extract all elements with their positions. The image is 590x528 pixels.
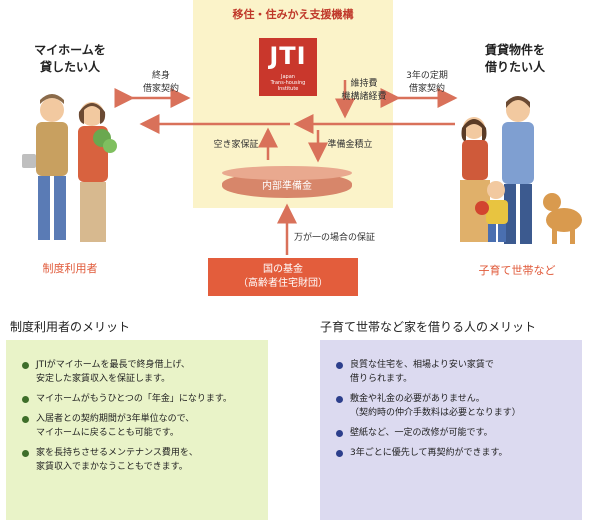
left-party-title: マイホームを 貸したい人 bbox=[34, 43, 106, 74]
internal-reserve-top bbox=[222, 166, 352, 180]
owner-merit-text: マイホームがもうひとつの「年金」になります。 bbox=[36, 394, 232, 404]
left-party-label: 制度利用者 bbox=[42, 262, 98, 275]
right-party-label: 子育て世帯など bbox=[478, 264, 556, 277]
tenant-merit-text: 壁紙など、一定の改修が可能です。 bbox=[350, 428, 493, 438]
tenant-family-illustration bbox=[460, 96, 582, 244]
organization-title: 移住・住みかえ支援機構 bbox=[232, 8, 354, 21]
bullet-icon bbox=[336, 362, 343, 369]
left-section-title: 制度利用者のメリット bbox=[10, 320, 131, 334]
maintenance-label: 維持費 機構諸経費 bbox=[341, 79, 387, 102]
right-party-title: 賃貸物件を 借りたい人 bbox=[484, 43, 545, 74]
right-section-title: 子育て世帯など家を借りる人のメリット bbox=[320, 320, 537, 334]
emergency-guarantee-label: 万が一の場合の保証 bbox=[294, 233, 376, 243]
tenant-merit-text: 敷金や礼金の必要がありません。 （契約時の仲介手数料は必要となります） bbox=[350, 394, 521, 418]
owner-merit-item: 入居者との契約期間が3年単位なので、 マイホームに戻ることも可能です。 bbox=[22, 412, 258, 440]
tenant-merit-item: 壁紙など、一定の改修が可能です。 bbox=[336, 426, 572, 440]
tenant-merit-text: 3年ごとに優先して再契約ができます。 bbox=[350, 448, 508, 458]
vacancy-guarantee-label: 空き家保証 bbox=[213, 140, 259, 150]
tenant-merit-item: 敷金や礼金の必要がありません。 （契約時の仲介手数料は必要となります） bbox=[336, 392, 572, 420]
tenant-merit-item: 3年ごとに優先して再契約ができます。 bbox=[336, 446, 572, 460]
bullet-icon bbox=[22, 396, 29, 403]
logo-text: JTI bbox=[269, 42, 307, 70]
owner-merit-text: 家を長持ちさせるメンテナンス費用を、 家賃収入でまかなうこともできます。 bbox=[36, 448, 198, 472]
reserve-accumulation-label: 準備金積立 bbox=[327, 140, 373, 150]
lifetime-lease-label: 終身 借家契約 bbox=[142, 71, 179, 94]
homeowner-couple-illustration bbox=[22, 94, 117, 242]
tenant-merit-text: 良質な住宅を、相場より安い家賃で 借りられます。 bbox=[350, 360, 494, 384]
bullet-icon bbox=[22, 416, 29, 423]
bullet-icon bbox=[336, 430, 343, 437]
jti-logo: JTI Japan Trans-housing Institute bbox=[259, 38, 317, 96]
owner-merit-item: 家を長持ちさせるメンテナンス費用を、 家賃収入でまかなうこともできます。 bbox=[22, 446, 258, 474]
tenant-merit-item: 良質な住宅を、相場より安い家賃で 借りられます。 bbox=[336, 358, 572, 386]
tenant-merits-panel: 良質な住宅を、相場より安い家賃で 借りられます。 敷金や礼金の必要がありません。… bbox=[320, 340, 582, 520]
bullet-icon bbox=[22, 450, 29, 457]
owner-merit-item: マイホームがもうひとつの「年金」になります。 bbox=[22, 392, 258, 406]
owner-merit-text: JTIがマイホームを最長で終身借上げ、 安定した家賃収入を保証します。 bbox=[36, 360, 190, 384]
owner-merits-panel: JTIがマイホームを最長で終身借上げ、 安定した家賃収入を保証します。 マイホー… bbox=[6, 340, 268, 520]
fixed-term-lease-label: 3年の定期 借家契約 bbox=[406, 71, 448, 94]
bullet-icon bbox=[336, 450, 343, 457]
logo-subtext: Japan Trans-housing Institute bbox=[270, 74, 306, 92]
bullet-icon bbox=[22, 362, 29, 369]
owner-merit-text: 入居者との契約期間が3年単位なので、 マイホームに戻ることも可能です。 bbox=[36, 414, 195, 438]
owner-merit-item: JTIがマイホームを最長で終身借上げ、 安定した家賃収入を保証します。 bbox=[22, 358, 258, 386]
national-fund-box: 国の基金 （高齢者住宅財団） bbox=[208, 258, 358, 296]
bullet-icon bbox=[336, 396, 343, 403]
